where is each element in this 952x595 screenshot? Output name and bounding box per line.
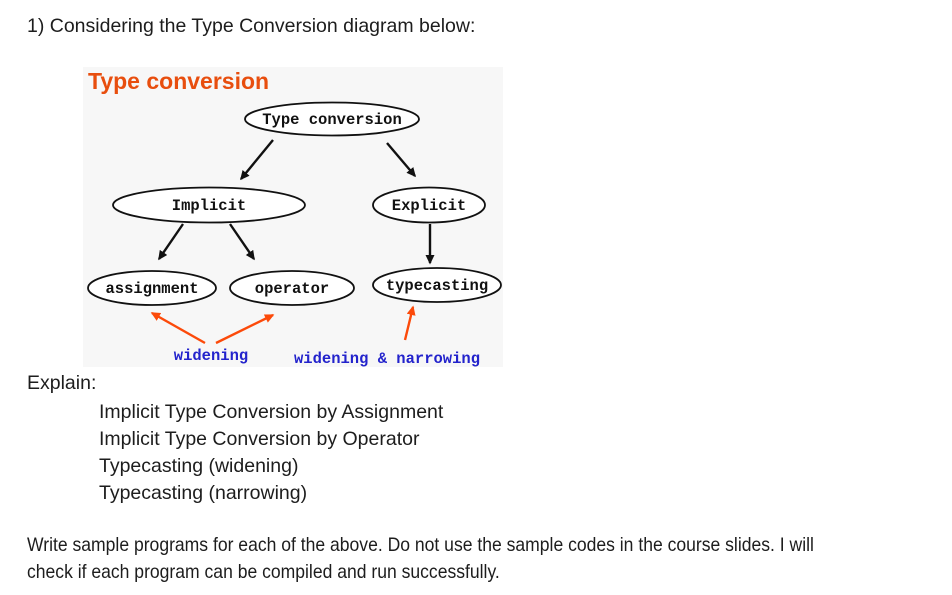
question-intro-text: 1) Considering the Type Conversion diagr… bbox=[27, 15, 476, 37]
explain-item: Implicit Type Conversion by Assignment bbox=[99, 401, 444, 423]
explain-item: Typecasting (narrowing) bbox=[99, 482, 308, 504]
edge-root-to-implicit bbox=[240, 139, 274, 181]
node-implicit bbox=[112, 186, 306, 224]
closing-line: check if each program can be compiled an… bbox=[27, 561, 500, 583]
edge-implicit-to-assignment bbox=[158, 223, 184, 261]
node-label-explicit: Explicit bbox=[392, 197, 466, 215]
node-label-operator: operator bbox=[255, 280, 329, 298]
explain-list: Implicit Type Conversion by Assignment I… bbox=[99, 399, 443, 507]
arrow-widening-to-assignment bbox=[150, 311, 206, 345]
node-label-type-conversion: Type conversion bbox=[262, 111, 402, 129]
node-operator bbox=[229, 270, 355, 306]
node-assignment bbox=[87, 270, 217, 306]
node-type-conversion bbox=[244, 101, 420, 137]
node-label-implicit: Implicit bbox=[172, 197, 246, 215]
arrow-widening-narrowing-to-typecasting bbox=[403, 305, 416, 341]
type-conversion-diagram: Type conversion Type conversion Implici bbox=[83, 67, 503, 367]
closing-paragraph: Write sample programs for each of the ab… bbox=[27, 532, 814, 586]
closing-line: Write sample programs for each of the ab… bbox=[27, 534, 814, 556]
explain-item: Implicit Type Conversion by Operator bbox=[99, 428, 420, 450]
node-typecasting bbox=[372, 267, 502, 303]
explain-heading: Explain: bbox=[27, 372, 97, 394]
annotation-widening-narrowing: widening & narrowing bbox=[294, 350, 480, 367]
node-label-assignment: assignment bbox=[105, 280, 198, 298]
diagram-title: Type conversion bbox=[88, 68, 270, 94]
annotation-widening: widening bbox=[174, 347, 248, 365]
node-explicit bbox=[372, 186, 486, 224]
arrow-widening-to-operator bbox=[215, 313, 275, 345]
node-label-typecasting: typecasting bbox=[386, 277, 488, 295]
edge-root-to-explicit bbox=[386, 142, 416, 178]
explain-item: Typecasting (widening) bbox=[99, 455, 299, 477]
diagram-canvas: Type conversion Implicit Explicit assign… bbox=[87, 101, 502, 367]
edge-implicit-to-operator bbox=[229, 223, 255, 261]
